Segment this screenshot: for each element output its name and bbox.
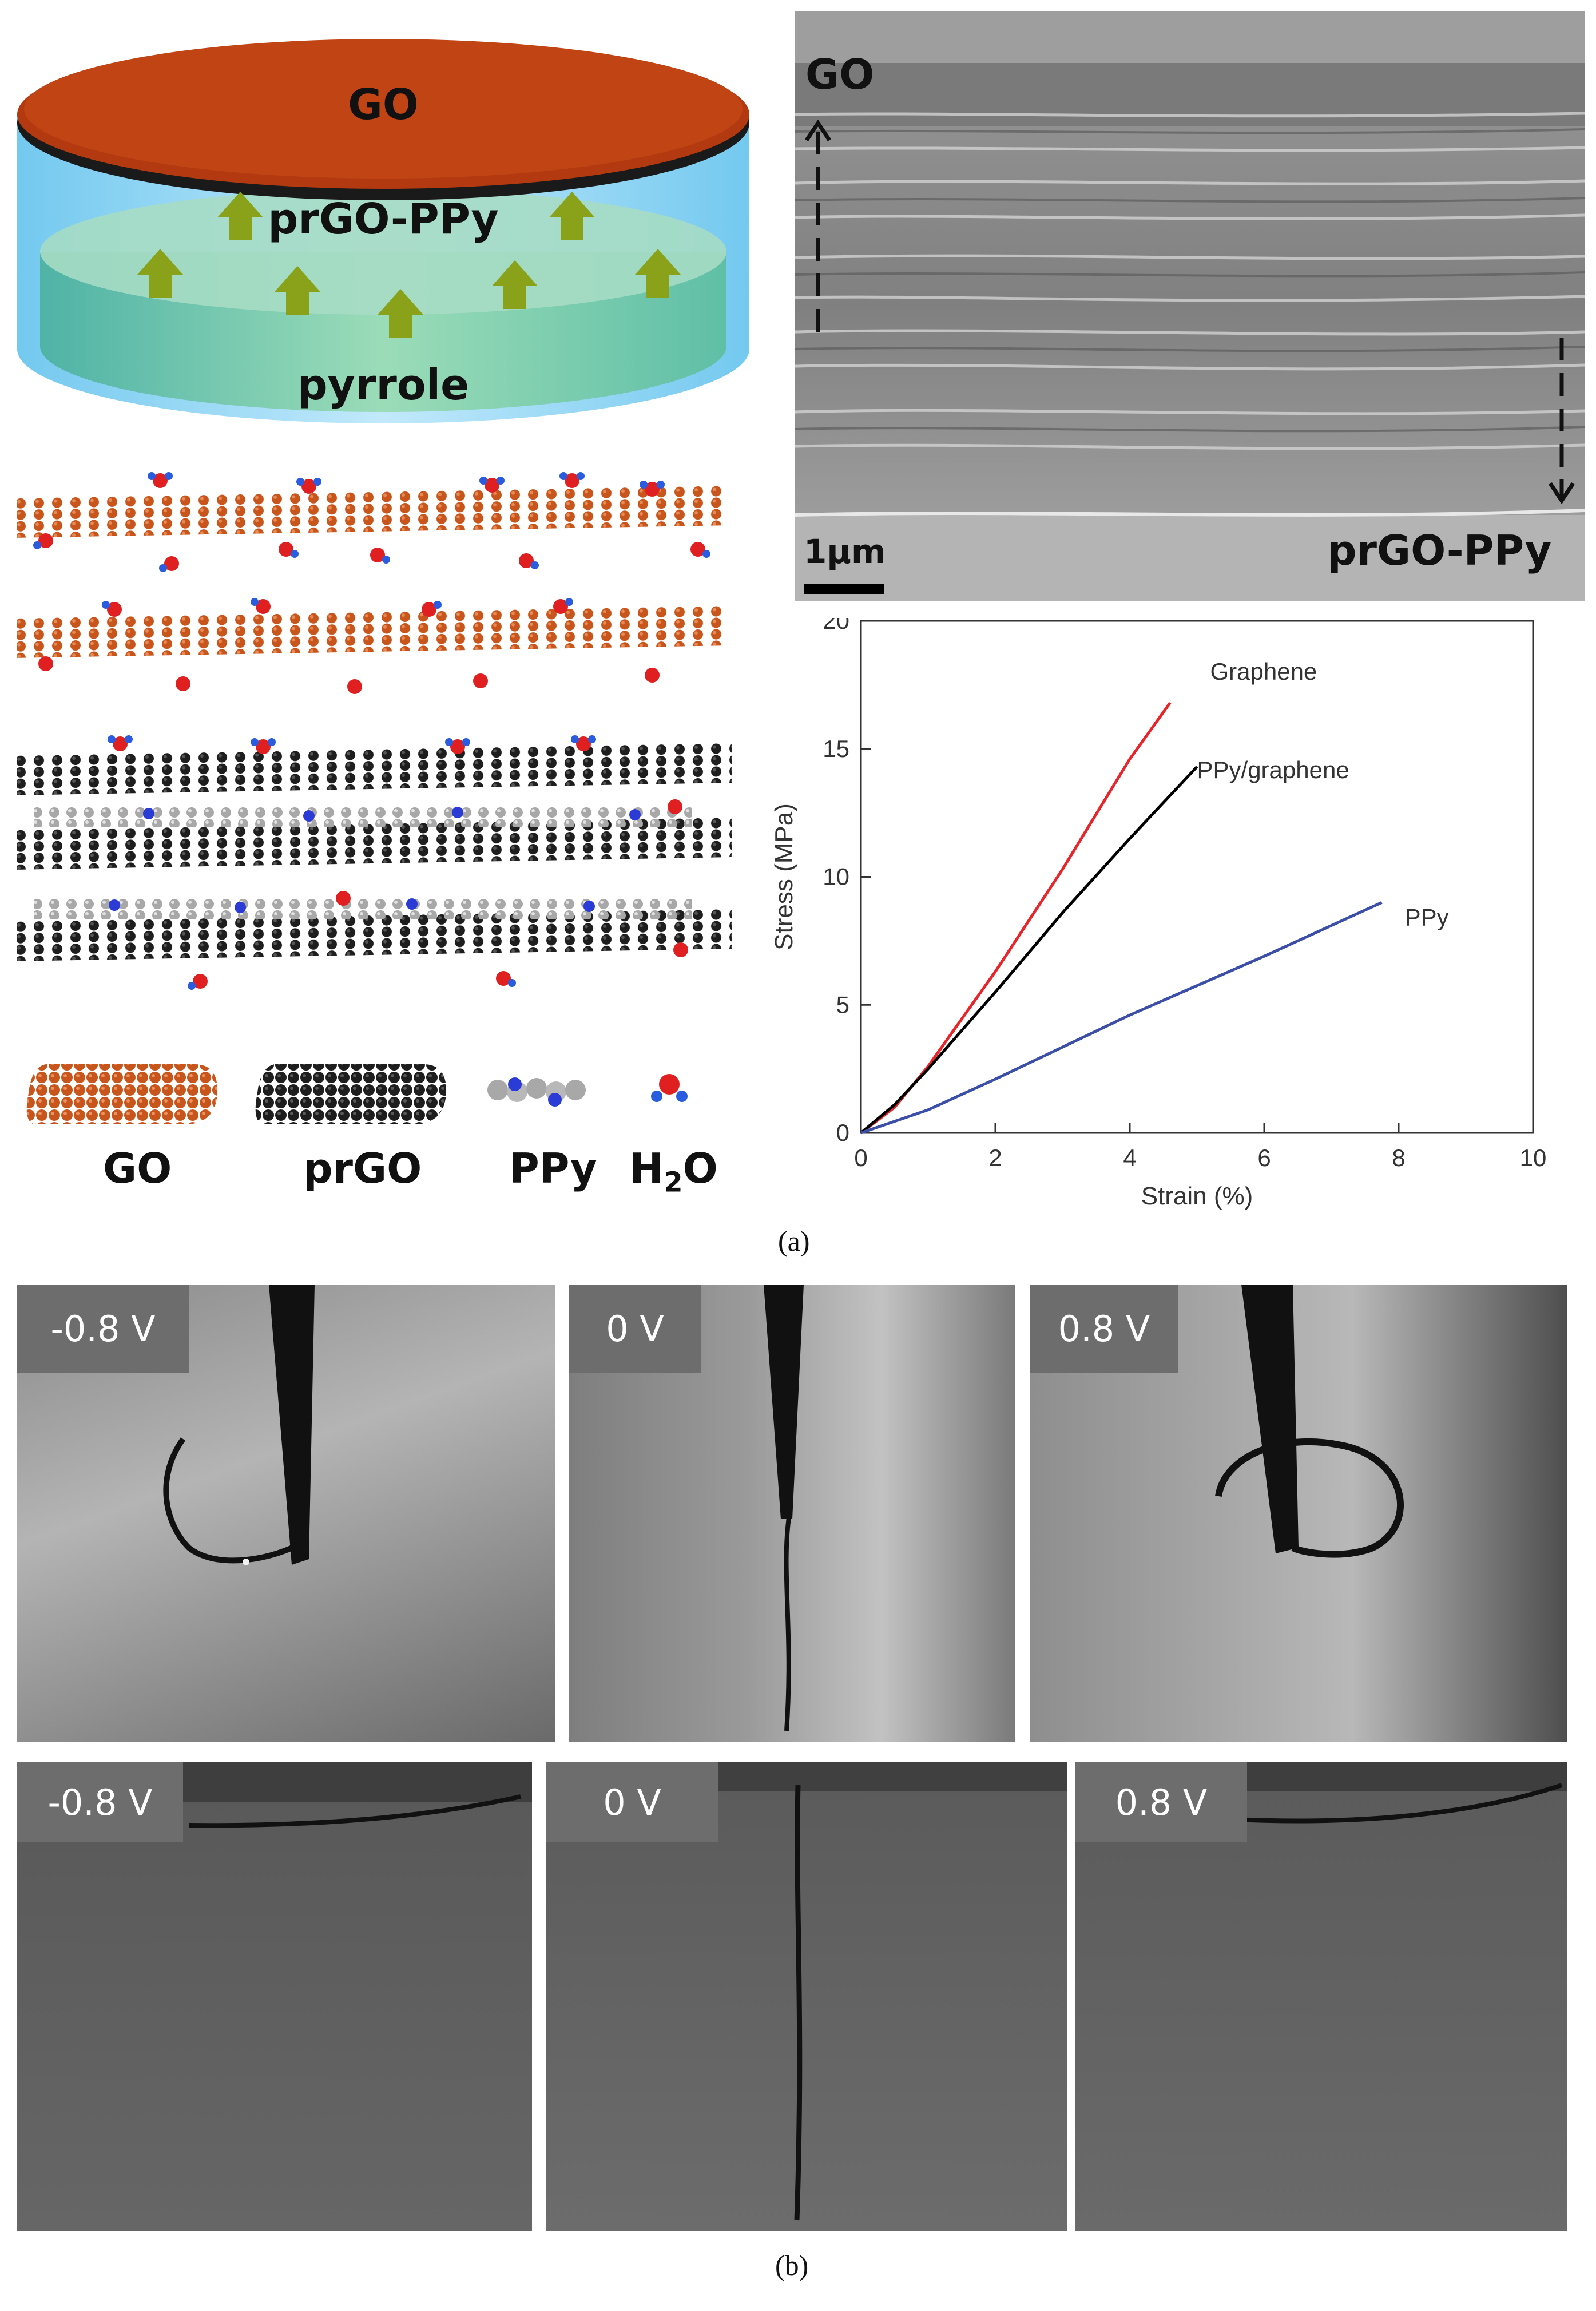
photo-top-3: 0.8 V <box>1030 1285 1567 1742</box>
x-tick-label: 6 <box>1257 1144 1271 1171</box>
actuator-strip-bottom-3 <box>1235 1783 1563 1824</box>
legend-h2o-tail: O <box>682 1144 718 1192</box>
x-axis-label: Strain (%) <box>1141 1182 1253 1210</box>
actuator-strip-top-2 <box>784 1513 792 1731</box>
sem-scale-label: 1μm <box>804 532 886 571</box>
layer-structure <box>11 463 744 1036</box>
x-tick-label: 10 <box>1520 1144 1547 1171</box>
legend-prgo-label: prGO <box>303 1144 422 1192</box>
y-tick-label: 15 <box>823 735 849 762</box>
photo-top-1: -0.8 V <box>17 1285 555 1742</box>
sem-top-label: GO <box>805 50 875 98</box>
voltage-tag-bottom-3: 0.8 V <box>1075 1762 1247 1842</box>
actuator-strip-bottom-2 <box>794 1785 803 2221</box>
x-tick-label: 4 <box>1123 1144 1136 1171</box>
actuator-strip-bottom-1 <box>188 1794 521 1828</box>
legend-go-label: GO <box>103 1144 172 1192</box>
photo-bottom-3: 0.8 V <box>1075 1762 1567 2231</box>
legend-h2o-main: H <box>629 1144 664 1192</box>
voltage-tag-bottom-1: -0.8 V <box>17 1762 183 1842</box>
x-tick-label: 0 <box>854 1144 867 1171</box>
cylinder-middle-label: prGO-PPy <box>268 195 499 244</box>
x-tick-label: 8 <box>1392 1144 1405 1171</box>
series-line-ppy <box>860 901 1383 1135</box>
figure-b-caption: (b) <box>775 2249 809 2281</box>
x-tick-label: 2 <box>988 1144 1002 1171</box>
y-tick-label: 20 <box>823 618 849 634</box>
voltage-tag-top-3: 0.8 V <box>1030 1285 1178 1373</box>
series-line-graphene <box>860 701 1172 1134</box>
go-legend-icon <box>26 1064 218 1124</box>
cylinder-schematic: GO prGO-PPy pyrrole <box>11 11 755 452</box>
h2o-legend-icon <box>651 1074 688 1102</box>
actuator-strip-top-3 <box>1215 1438 1404 1558</box>
voltage-tag-bottom-2: 0 V <box>546 1762 718 1842</box>
component-legend: GO prGO PPy H2O <box>23 1059 744 1202</box>
photo-bottom-1: -0.8 V <box>17 1762 532 2231</box>
y-tick-label: 5 <box>836 991 849 1018</box>
plot-frame <box>860 620 1534 1134</box>
cylinder-bottom-label: pyrrole <box>297 360 470 410</box>
cylinder-top-label: GO <box>348 80 419 129</box>
series-line-ppy-graphene <box>860 766 1198 1134</box>
y-tick-label: 0 <box>836 1119 849 1146</box>
prgo-legend-icon <box>255 1064 446 1124</box>
legend-ppy-label: PPy <box>509 1144 597 1192</box>
ppy-legend-icon <box>487 1077 586 1107</box>
legend-h2o-label: H2O <box>629 1144 718 1198</box>
sem-bottom-label: prGO-PPy <box>1327 526 1552 574</box>
voltage-tag-top-1: -0.8 V <box>17 1285 189 1373</box>
figure-a-caption: (a) <box>778 1225 810 1257</box>
y-axis-label: Stress (MPa) <box>770 803 798 950</box>
series-label: Graphene <box>1210 658 1317 685</box>
actuator-strip-top-1 <box>163 1437 308 1564</box>
legend-h2o-sub: 2 <box>664 1166 683 1199</box>
photo-top-2: 0 V <box>569 1285 1015 1742</box>
y-tick-label: 10 <box>823 863 849 890</box>
sem-image: GO prGO-PPy 1μm <box>795 11 1585 601</box>
series-label: PPy/graphene <box>1197 756 1349 783</box>
photo-bottom-2: 0 V <box>546 1762 1067 2231</box>
voltage-tag-top-2: 0 V <box>569 1285 701 1373</box>
series-label: PPy <box>1405 903 1449 930</box>
